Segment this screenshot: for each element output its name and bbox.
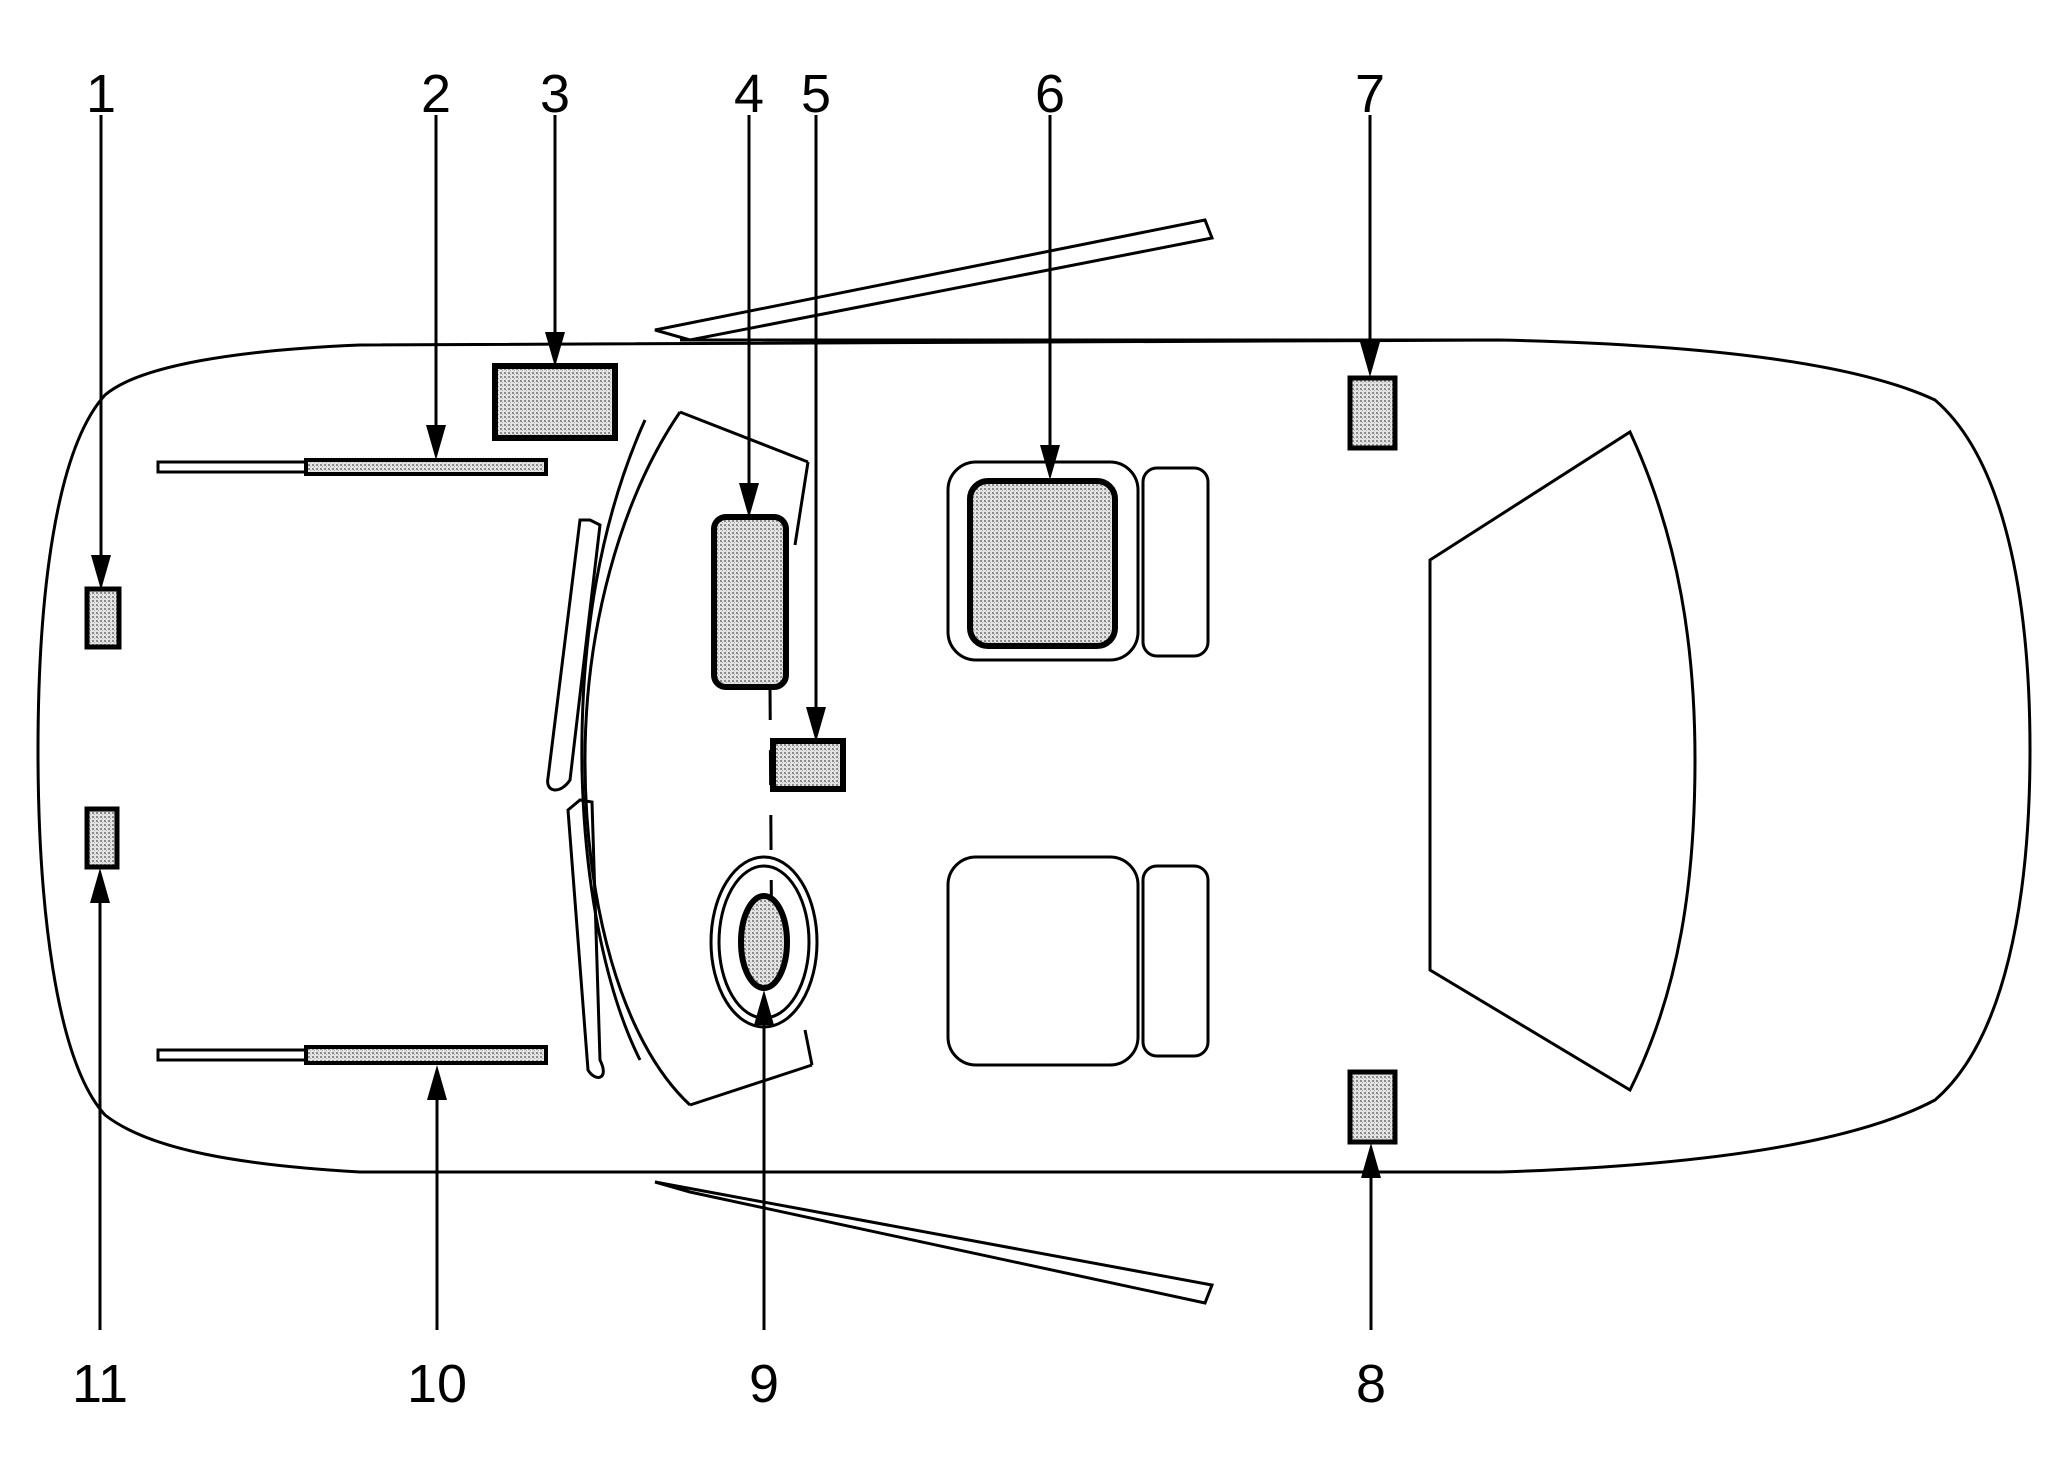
component-6 [967, 478, 1118, 649]
callout-7: 7 [1355, 64, 1385, 124]
upper-mirror-stalk [654, 218, 1215, 342]
component-11 [84, 806, 120, 870]
component-5 [770, 738, 846, 792]
component-3 [492, 363, 618, 441]
upper-front-seat [946, 460, 1210, 662]
callout-8: 8 [1356, 1354, 1386, 1414]
windshield-area [580, 410, 814, 1107]
component-1 [84, 586, 122, 650]
callout-9: 9 [749, 1354, 779, 1414]
rear-window [1428, 429, 1697, 1093]
leader-lines [90, 115, 1381, 1330]
component-4 [711, 514, 789, 690]
callout-5: 5 [801, 64, 831, 124]
lower-front-seat [946, 855, 1210, 1067]
callout-6: 6 [1035, 64, 1065, 124]
callout-2: 2 [421, 64, 451, 124]
callout-1: 1 [86, 64, 116, 124]
callout-3: 3 [540, 64, 570, 124]
component-8 [1347, 1069, 1398, 1145]
component-10 [156, 1045, 548, 1065]
callout-11: 11 [72, 1354, 128, 1414]
callout-labels: 1 2 3 4 5 6 7 8 9 10 11 [72, 64, 1386, 1414]
component-7 [1347, 375, 1398, 451]
callout-10: 10 [407, 1354, 467, 1414]
callout-4: 4 [734, 64, 764, 124]
lower-mirror-stalk [654, 1180, 1215, 1305]
component-2 [156, 458, 548, 476]
wiper-blades [546, 518, 605, 1079]
